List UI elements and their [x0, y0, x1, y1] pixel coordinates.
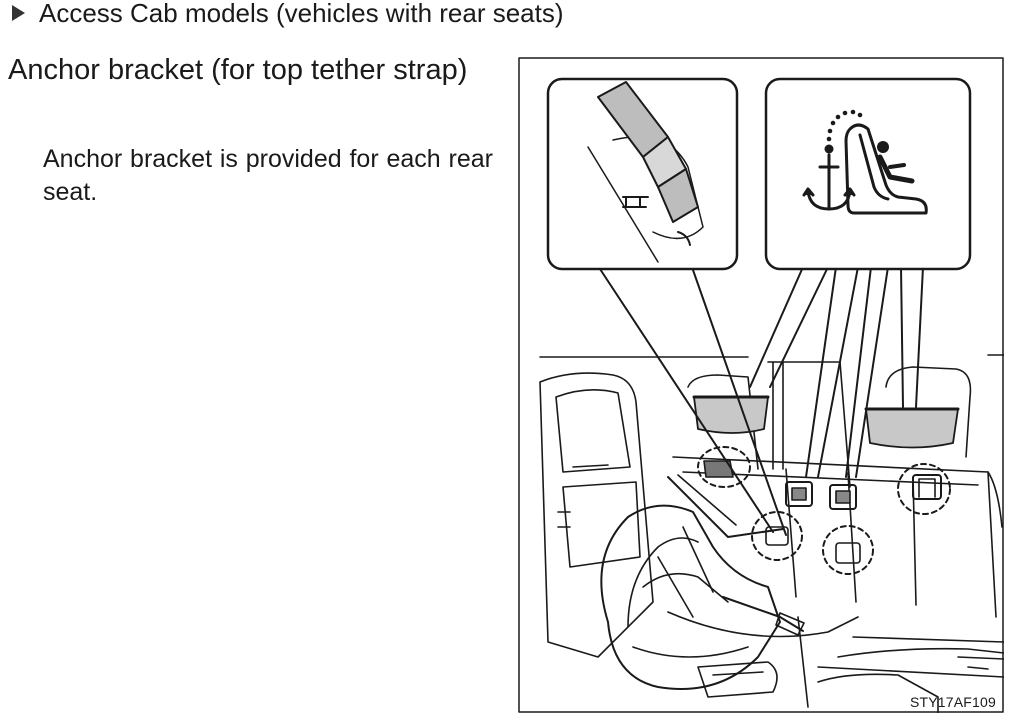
vehicle-interior-scene: [539, 354, 1004, 713]
callout-lines: [599, 266, 924, 536]
body-paragraph: Anchor bracket is provided for each rear…: [43, 145, 493, 206]
subsection-heading: Anchor bracket (for top tether strap): [8, 54, 468, 86]
child-seat-symbol-icon: [844, 123, 928, 215]
section-title: Access Cab models (vehicles with rear se…: [39, 0, 564, 28]
tether-strap-inset: [546, 77, 739, 271]
figure-code: STY17AF109: [909, 694, 996, 710]
symbols-inset: [764, 77, 972, 271]
triangle-right-icon: [12, 5, 25, 22]
section-heading: Access Cab models (vehicles with rear se…: [8, 0, 564, 29]
rear-seat-illustration: [518, 57, 1004, 713]
illustration-figure: STY17AF109: [518, 57, 1004, 713]
